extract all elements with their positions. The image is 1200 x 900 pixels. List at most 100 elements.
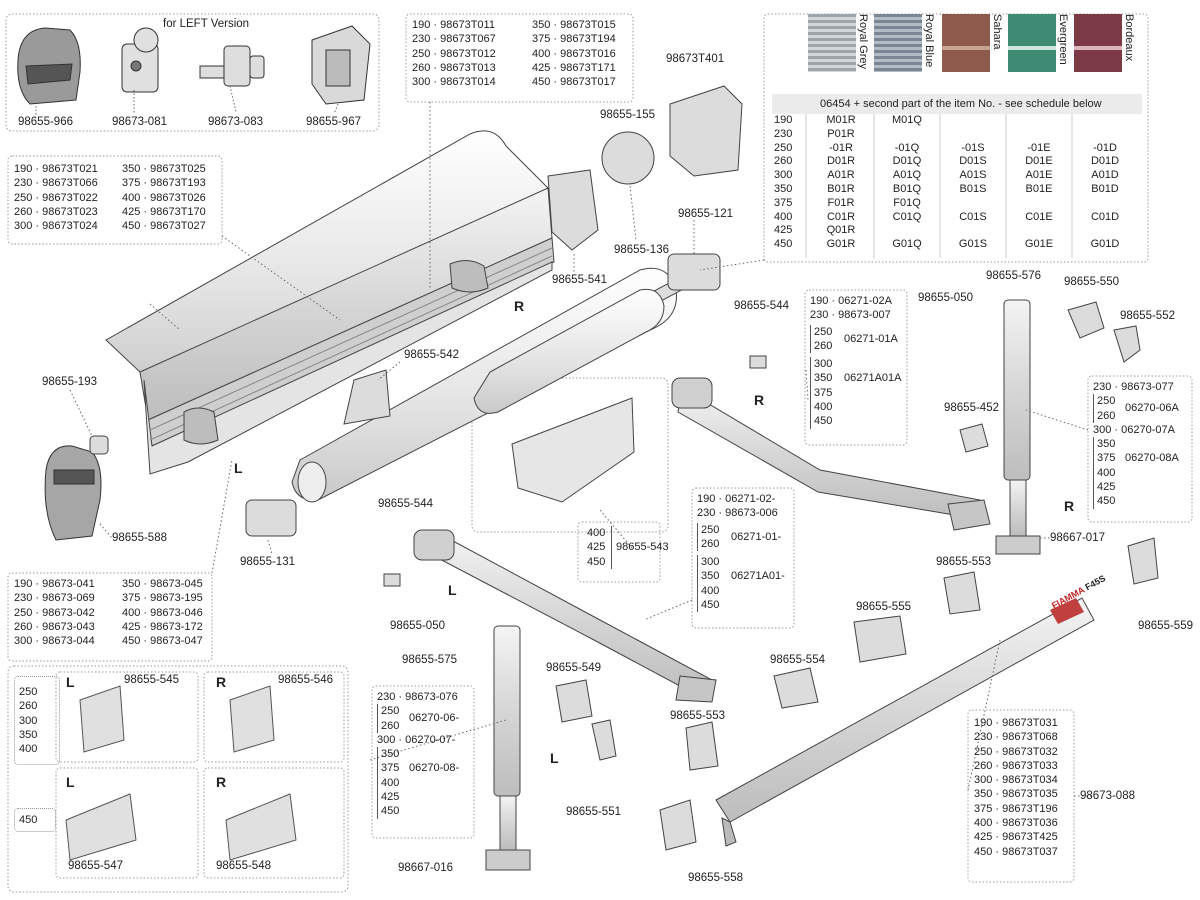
- fabric-code: A01Q: [892, 169, 922, 182]
- fabric-code: F01R: [827, 196, 855, 209]
- fabric-code: [874, 128, 940, 142]
- leg-l-code-b: 06270-08-: [409, 762, 460, 775]
- table-row: 450 · 98673T037: [974, 845, 1058, 858]
- label-98655-452: 98655-452: [944, 402, 999, 414]
- bracket-size: 350: [19, 728, 38, 741]
- part-549: [555, 679, 593, 723]
- fabric-code: [1006, 114, 1072, 128]
- fabric-code: [1072, 128, 1138, 142]
- label-98655-550: 98655-550: [1064, 276, 1119, 288]
- table-row: 400 · 98673T036: [974, 817, 1058, 830]
- arm-l-230: 230 · 98673-006: [697, 507, 778, 520]
- label-98655-549: 98655-549: [546, 662, 601, 674]
- label-98655-546: 98655-546: [278, 674, 333, 686]
- side-l-parts: L: [550, 750, 559, 766]
- plug-121: [667, 253, 721, 291]
- table-row: 350 · 98673T035: [974, 788, 1058, 801]
- table-cell: 375 · 98673-195: [122, 592, 203, 605]
- bracket-size-450: 450: [14, 808, 56, 833]
- leader-lines: [69, 102, 1092, 797]
- swatch-royal-grey: [808, 14, 856, 72]
- swatch-bordeaux: [1074, 14, 1122, 72]
- table-cell: 260 · 98673-043: [14, 620, 95, 633]
- table-cell: 425 · 98673T171: [532, 61, 616, 74]
- fabric-size: 250: [774, 141, 793, 154]
- label-98655-542: 98655-542: [404, 349, 459, 361]
- label-98655-547: 98655-547: [68, 860, 123, 872]
- fabric-code: D01S: [959, 155, 987, 168]
- swatch-royal-blue: [874, 14, 922, 72]
- leg-l-size: 250: [381, 705, 400, 718]
- fabric-size: 300: [774, 169, 793, 182]
- bracket-546-plate: [229, 685, 275, 753]
- label-98667-017: 98667-017: [1050, 532, 1105, 544]
- arm-l-code-a: 06271-01-: [731, 530, 782, 543]
- side-r-leg: R: [1064, 498, 1075, 514]
- table-cell: 450 · 98673-047: [122, 635, 203, 648]
- fabric-code: B01Q: [892, 182, 922, 195]
- leg-left: [485, 625, 531, 871]
- table-cell: 250 · 98673T012: [412, 47, 496, 60]
- table-cell: 450 · 98673T017: [532, 76, 616, 89]
- table-cell: 230 · 98673T066: [14, 177, 98, 190]
- fabric-code: B01E: [1025, 182, 1053, 195]
- arm-r-size: 260: [814, 339, 833, 352]
- side-l-housing: L: [234, 460, 243, 476]
- bracket-542: [343, 369, 391, 425]
- fabric-grid: [805, 94, 1073, 258]
- fabric-code: C01E: [1025, 210, 1053, 223]
- arm-r-size: 400: [814, 401, 833, 414]
- leg-r-size: 250: [1097, 395, 1116, 408]
- size-543: 400: [587, 527, 606, 539]
- fabric-size: 350: [774, 182, 793, 195]
- fabric-code: [1072, 197, 1138, 211]
- leg-r-230: 230 · 98673-077: [1093, 381, 1174, 393]
- label-98655-548: 98655-548: [216, 860, 271, 872]
- fabric-size: 375: [774, 196, 793, 209]
- leg-r-size: 260: [1097, 409, 1116, 422]
- table-cell: 190 · 98673T021: [14, 163, 98, 175]
- left-version-note: for LEFT Version: [163, 18, 250, 30]
- table-cell: 425 · 98673T170: [122, 205, 206, 218]
- fabric-code: M01R: [826, 114, 856, 126]
- leg-right: [995, 299, 1041, 555]
- table-cell: 300 · 98673T014: [412, 76, 496, 89]
- bracket-size: 400: [19, 743, 38, 756]
- fabric-size: 190: [774, 114, 793, 126]
- fabric-code: G01E: [1024, 238, 1054, 251]
- table-cell: 350 · 98673T015: [532, 19, 616, 31]
- label-98655-576: 98655-576: [986, 270, 1041, 282]
- label-98655-131: 98655-131: [240, 556, 295, 568]
- table-cell: 350 · 98673T025: [122, 163, 206, 175]
- label-98655-541: 98655-541: [552, 274, 607, 286]
- leg-l-size: 260: [381, 719, 400, 732]
- fabric-code: A01E: [1025, 169, 1053, 182]
- leg-r-size: 375: [1097, 452, 1116, 465]
- leg-r-size: 425: [1097, 481, 1116, 494]
- bracket-543: [511, 397, 635, 503]
- leg-l-size: 375: [381, 762, 400, 775]
- label-98655-575: 98655-575: [402, 654, 457, 666]
- fabric-size: 230: [774, 127, 793, 140]
- front-bar: [715, 597, 1095, 847]
- arm-r-190: 190 · 06271-02A: [810, 295, 892, 307]
- leg-r-code-a: 06270-06A: [1125, 402, 1179, 415]
- table-cover-98673T: 190 · 98673T021 350 · 98673T025 230 · 9867…: [14, 162, 230, 233]
- fabric-code: [874, 224, 940, 238]
- fabric-code: -01S: [961, 141, 985, 154]
- fabric-table: 06454 + second part of the item No. - se…: [772, 94, 1142, 252]
- arm-l-size: 450: [701, 599, 720, 612]
- table-row: 300 · 98673T014 450 · 98673T017: [412, 75, 652, 89]
- label-98655-050-l: 98655-050: [390, 620, 445, 632]
- part-553-l: [685, 721, 719, 771]
- label-98667-016: 98667-016: [398, 862, 453, 874]
- label-98655-155: 98655-155: [600, 109, 655, 121]
- side-r-548: R: [216, 774, 227, 790]
